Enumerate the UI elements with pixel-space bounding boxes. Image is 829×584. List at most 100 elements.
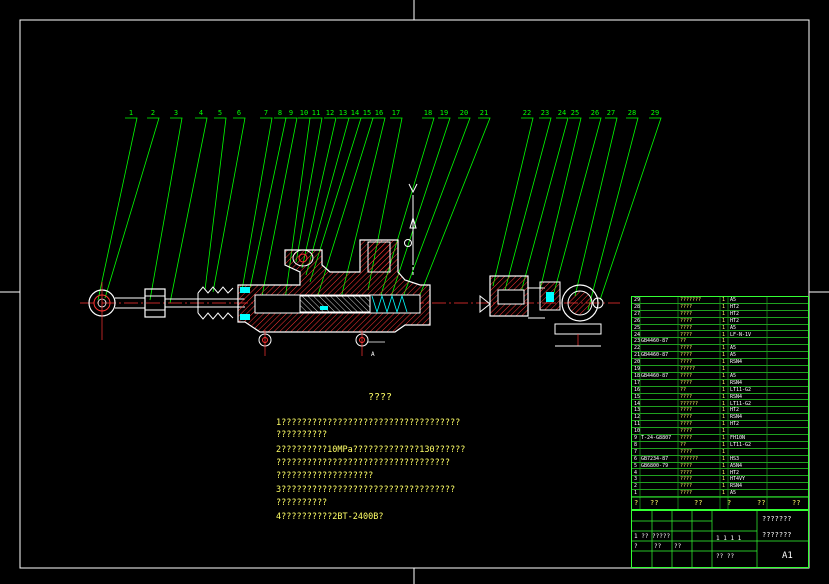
bom-row: 19????? 1 — [632, 366, 808, 373]
bom-cell-no: 28 — [634, 303, 641, 310]
bom-cell-name: ???? — [680, 372, 693, 379]
leader-line — [104, 117, 160, 299]
bom-cell-name: ???? — [680, 421, 693, 428]
bom-cell-no: 11 — [634, 421, 641, 428]
bom-cell-material: A5 — [730, 345, 737, 352]
bom-cell-name: ???? — [680, 435, 693, 441]
bom-cell-no: 16 — [634, 386, 641, 393]
bom-cell-no: 2 — [634, 483, 638, 490]
note-line: 2?????????10MPa?????????????130?????? — [276, 445, 466, 455]
bom-cell-material: HT2 — [730, 421, 740, 428]
leader-line — [204, 117, 227, 291]
section-label-a: A — [371, 351, 375, 358]
bom-header-name: ?? — [694, 499, 703, 507]
bom-cell-material: RSN4 — [730, 414, 743, 421]
bom-cell-qty: 1 — [722, 441, 726, 448]
bom-cell-name: ?????? — [680, 455, 699, 462]
leader-line — [212, 117, 246, 293]
bom-cell-no: 15 — [634, 393, 641, 400]
bom-cell-material: A5 — [730, 297, 737, 303]
bom-cell-no: 19 — [634, 366, 641, 372]
notes-title: ???? — [368, 392, 393, 403]
bom-cell-code: GB6800-79 — [641, 462, 669, 469]
bom-cell-code: GB4460-87 — [641, 338, 669, 345]
drawing-name: ??????? — [762, 531, 792, 539]
bom-header: ? ?? ?? ? ?? ?? — [632, 497, 808, 509]
leader-line — [149, 117, 183, 301]
note-line: 3?????????????????????????????????? — [276, 485, 456, 495]
bom-cell-name: ???? — [680, 428, 693, 435]
balloon-number: 9 — [289, 109, 293, 117]
bom-cell-no: 21 — [634, 352, 641, 359]
push-rod — [165, 298, 245, 308]
sheet-size: A1 — [782, 551, 793, 561]
title-cell-3: ?? — [674, 543, 682, 550]
bom-cell-name: ???? — [680, 393, 693, 400]
balloon-number: 17 — [392, 109, 400, 117]
bom-cell-name: ???? — [680, 317, 693, 324]
bom-cell-no: 9 — [634, 435, 638, 441]
balloon-number: 4 — [199, 109, 203, 117]
bom-cell-material: A5N4 — [730, 462, 743, 469]
cylinder-body — [237, 239, 431, 356]
bom-cell-no: 27 — [634, 310, 641, 317]
bom-header-note: ?? — [792, 499, 801, 507]
bom-cell-material: RSN4 — [730, 483, 743, 490]
balloon-number: 3 — [174, 109, 178, 117]
bom-cell-qty: 1 — [722, 428, 726, 435]
bom-cell-material: LF-N-1V — [730, 331, 752, 338]
title-block-grid — [632, 511, 808, 567]
section-cut-marker — [408, 183, 418, 275]
rod-end-eye — [88, 282, 145, 340]
bom-cell-qty: 1 — [722, 372, 726, 379]
bom-cell-qty: 1 — [722, 455, 726, 462]
bom-cell-qty: 1 — [722, 331, 726, 338]
bom-cell-name: ??????? — [680, 297, 702, 303]
bom-cell-material: LT11-G2 — [730, 386, 752, 393]
title-block: ??????? ??????? A1 1 ?? ????? 1 1 1 1 ??… — [631, 510, 809, 568]
leader-line — [385, 117, 451, 313]
balloon-number: 27 — [607, 109, 615, 117]
balloon-number: 25 — [571, 109, 579, 117]
leader-line — [399, 117, 471, 306]
balloon-number: 28 — [628, 109, 636, 117]
bom-cell-name: ???? — [680, 476, 693, 483]
bom-cell-no: 3 — [634, 476, 638, 483]
bom-cell-name: ????? — [680, 366, 696, 372]
bom-cell-no: 22 — [634, 345, 641, 352]
bom-cell-qty: 1 — [722, 345, 726, 352]
bom-cell-name: ???? — [680, 352, 693, 359]
technical-requirements: ???? 1??????????????????????????????????… — [276, 392, 496, 522]
bom-cell-material: FH10N — [730, 435, 746, 441]
bom-cell-qty: 1 — [722, 352, 726, 359]
bom-cell-qty: 1 — [722, 393, 726, 400]
bom-cell-name: ???? — [680, 379, 693, 386]
bom-cell-no: 13 — [634, 407, 641, 414]
bom-header-no: ? — [634, 499, 639, 507]
bom-row: 10????1 — [632, 428, 808, 435]
leader-line — [599, 117, 662, 301]
bom-cell-qty: 1 — [722, 297, 726, 303]
bom-cell-name: ???? — [680, 414, 693, 421]
bom-cell-name: ???? — [680, 469, 693, 476]
bom-cell-qty: 1 — [722, 317, 726, 324]
bom-cell-qty: 1 — [722, 366, 726, 372]
bom-cell-name: ???? — [680, 359, 693, 366]
bom-cell-no: 23 — [634, 338, 641, 345]
bom-header-qty: ? — [727, 499, 732, 507]
balloon-number: 5 — [218, 109, 222, 117]
bom-cell-material: A5 — [730, 324, 737, 331]
bom-cell-name: ???? — [680, 490, 693, 497]
